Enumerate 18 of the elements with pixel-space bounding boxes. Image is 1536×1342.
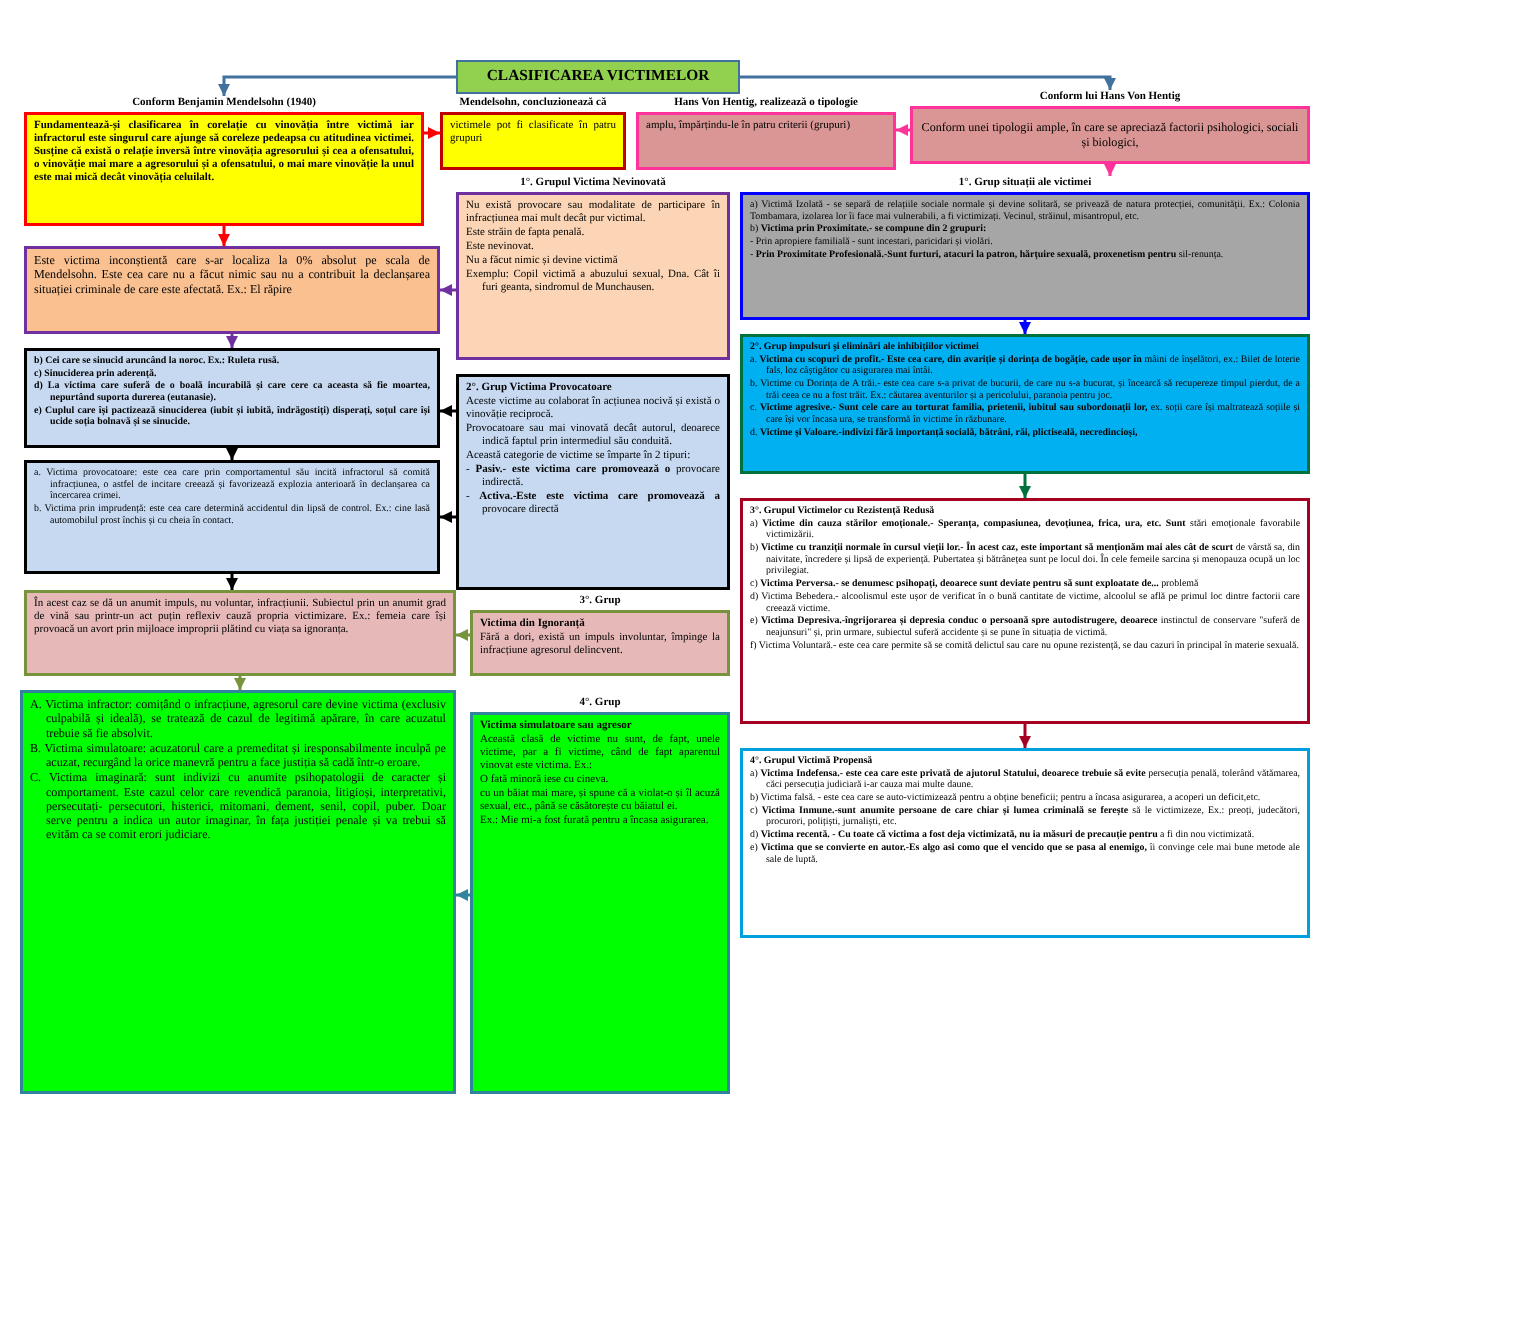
arrow	[896, 124, 910, 136]
arrow	[234, 676, 246, 690]
arrow	[456, 629, 470, 641]
arrow	[226, 574, 238, 590]
arrow	[440, 405, 456, 417]
arrow	[440, 284, 456, 296]
arrow	[1104, 164, 1116, 176]
arrow	[1019, 320, 1031, 334]
arrow	[226, 334, 238, 348]
arrow	[218, 226, 230, 246]
arrow	[740, 75, 1116, 90]
arrow	[1019, 724, 1031, 748]
arrow	[1019, 474, 1031, 498]
arrow	[440, 511, 456, 523]
arrow	[424, 127, 440, 139]
arrow	[456, 889, 470, 901]
arrow	[218, 75, 456, 96]
arrow	[226, 448, 238, 460]
